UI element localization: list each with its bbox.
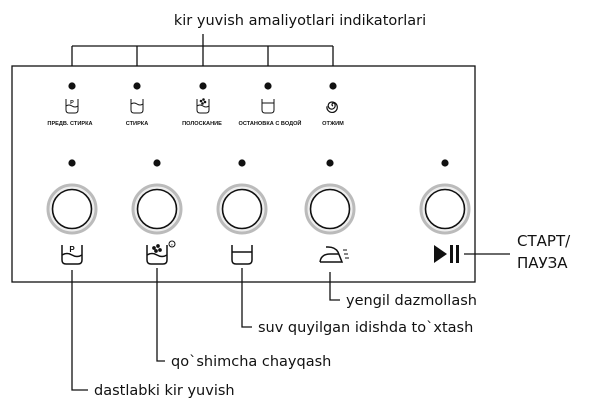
indicator-label-spin: ОТЖИМ [322,121,344,127]
start-pause-label-line2: ПАУЗА [517,254,568,272]
svg-text:+: + [171,242,174,247]
callout-prewash: dastlabki kir yuvish [94,383,235,399]
indicator-dot-prewash [68,82,76,90]
water-stop-button[interactable] [216,183,268,235]
svg-text:P: P [69,245,75,254]
rinse-tub-icon [196,98,210,114]
indicator-label-rinse: ПОЛОСКАНИЕ [182,121,222,127]
prewash-tub-icon: P [65,99,79,114]
indicator-labels: ПРЕДВ. СТИРКА СТИРКА ПОЛОСКАНИЕ ОСТАНОВК… [47,119,344,127]
indicator-dot-water-stop [264,82,272,90]
indicator-label-wash: СТИРКА [126,121,149,127]
start-pause-label-line1: СТАРТ/ [517,232,571,250]
easy-iron-button[interactable] [304,183,356,235]
button-icons: P + [61,240,459,265]
prewash-button[interactable] [46,183,98,235]
extra-rinse-button[interactable] [131,183,183,235]
control-panel [11,65,476,283]
title-bracket [71,34,334,84]
svg-text:P: P [70,100,74,106]
button-leds [68,159,449,167]
play-pause-icon [434,245,459,263]
indicator-dots [68,82,337,90]
indicator-dot-wash [133,82,141,90]
indicator-dot-rinse [199,82,207,90]
wash-tub-icon [130,99,144,114]
callout-water-stop: suv quyilgan idishda to`xtash [258,320,473,336]
callout-leaders [71,268,340,391]
indicator-label-water-stop: ОСТАНОВКА С ВОДОЙ [239,119,302,127]
prewash-tub-icon: P [61,245,83,265]
water-stop-tub-icon [261,99,275,114]
title: kir yuvish amaliyotlari indikatorlari [174,13,426,29]
extra-rinse-tub-icon: + [146,240,176,265]
spin-spiral-icon [326,101,338,114]
callout-extra-rinse: qo`shimcha chayqash [171,354,331,370]
callout-easy-iron: yengil dazmollash [346,293,477,309]
indicator-dot-spin [329,82,337,90]
water-tub-icon [231,245,253,265]
start-pause-button[interactable] [419,183,471,235]
indicator-icons: P [65,98,338,114]
indicator-label-prewash: ПРЕДВ. СТИРКА [47,121,92,127]
iron-icon [319,246,349,263]
buttons[interactable] [46,183,471,235]
